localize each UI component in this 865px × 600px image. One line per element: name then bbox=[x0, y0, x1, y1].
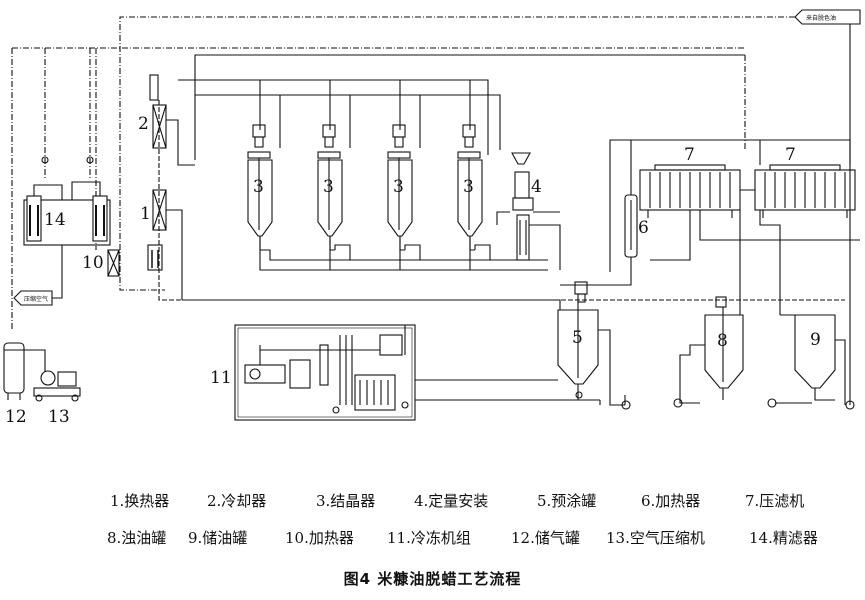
legend-item-4: 4.定量安装 bbox=[414, 492, 489, 510]
label-13: 13 bbox=[48, 407, 70, 427]
precoat-tank-5 bbox=[557, 281, 601, 405]
feed-tag-text: 来自脱色油 bbox=[806, 14, 836, 22]
feed-line-top bbox=[119, 16, 795, 291]
label-7a: 7 bbox=[684, 145, 695, 165]
label-9: 9 bbox=[810, 330, 821, 350]
legend-item-5: 5.预涂罐 bbox=[537, 492, 597, 510]
legend-item-13: 13.空气压缩机 bbox=[606, 529, 705, 547]
return-line-top bbox=[194, 24, 851, 405]
label-10: 10 bbox=[82, 253, 104, 273]
legend-item-10: 10.加热器 bbox=[285, 529, 354, 547]
label-12: 12 bbox=[5, 407, 27, 427]
heater-6 bbox=[624, 188, 638, 275]
gas-tank-12 bbox=[3, 342, 46, 400]
label-4: 4 bbox=[531, 177, 542, 197]
legend-item-1: 1.换热器 bbox=[110, 492, 170, 510]
heater-10 bbox=[107, 249, 120, 277]
filter-press-7b bbox=[754, 164, 856, 218]
dosing-unit-4 bbox=[496, 152, 534, 261]
label-3a: 3 bbox=[253, 177, 264, 197]
label-11: 11 bbox=[210, 368, 232, 388]
crystallizer-3a bbox=[247, 124, 273, 251]
figure-caption: 图4 米糠油脱蜡工艺流程 bbox=[343, 570, 522, 588]
legend-row-2: 8.浊油罐 9.储油罐 10.加热器 11.冷冻机组 12.储气罐 13.空气压… bbox=[0, 527, 865, 549]
air-tag-left bbox=[13, 245, 63, 306]
label-8: 8 bbox=[717, 331, 728, 351]
label-6: 6 bbox=[638, 218, 649, 238]
legend-item-8: 8.浊油罐 bbox=[107, 529, 167, 547]
filter-press-7a bbox=[639, 164, 741, 218]
label-3d: 3 bbox=[463, 177, 474, 197]
crystallizer-3c bbox=[387, 124, 413, 251]
legend-item-9: 9.储油罐 bbox=[188, 529, 248, 547]
label-7b: 7 bbox=[785, 145, 796, 165]
legend-item-14: 14.精滤器 bbox=[749, 529, 818, 547]
label-5: 5 bbox=[572, 328, 583, 348]
air-line-left bbox=[11, 48, 97, 330]
oil-storage-tank-9 bbox=[767, 314, 855, 410]
label-2: 2 bbox=[138, 114, 149, 134]
label-3b: 3 bbox=[323, 177, 334, 197]
legend-item-3: 3.结晶器 bbox=[316, 492, 376, 510]
legend-item-7: 7.压滤机 bbox=[745, 492, 805, 510]
legend-item-11: 11.冷冻机组 bbox=[387, 529, 471, 547]
legend-item-12: 12.储气罐 bbox=[511, 529, 580, 547]
crystallizer-3b bbox=[317, 124, 343, 251]
refrigeration-unit-11 bbox=[234, 324, 416, 421]
legend-item-6: 6.加热器 bbox=[641, 492, 701, 510]
crystallizer-feed-header bbox=[178, 79, 489, 155]
air-compressor-13 bbox=[33, 370, 81, 402]
heat-exchanger-1 bbox=[147, 74, 167, 271]
crystallizer-return-header bbox=[195, 94, 501, 150]
air-tag-text: 压缩空气 bbox=[24, 295, 48, 303]
air-line-top bbox=[12, 47, 746, 150]
legend-row-1: 1.换热器 2.冷却器 3.结晶器 4.定量安装 5.预涂罐 6.加热器 7.压… bbox=[0, 490, 865, 512]
label-1: 1 bbox=[140, 204, 151, 224]
legend-item-2: 2.冷却器 bbox=[207, 492, 267, 510]
feed-tag-top-right bbox=[794, 9, 861, 25]
label-14: 14 bbox=[44, 210, 66, 230]
label-3c: 3 bbox=[393, 177, 404, 197]
fine-filter-14 bbox=[23, 156, 111, 246]
turbid-oil-tank-8 bbox=[673, 296, 744, 408]
